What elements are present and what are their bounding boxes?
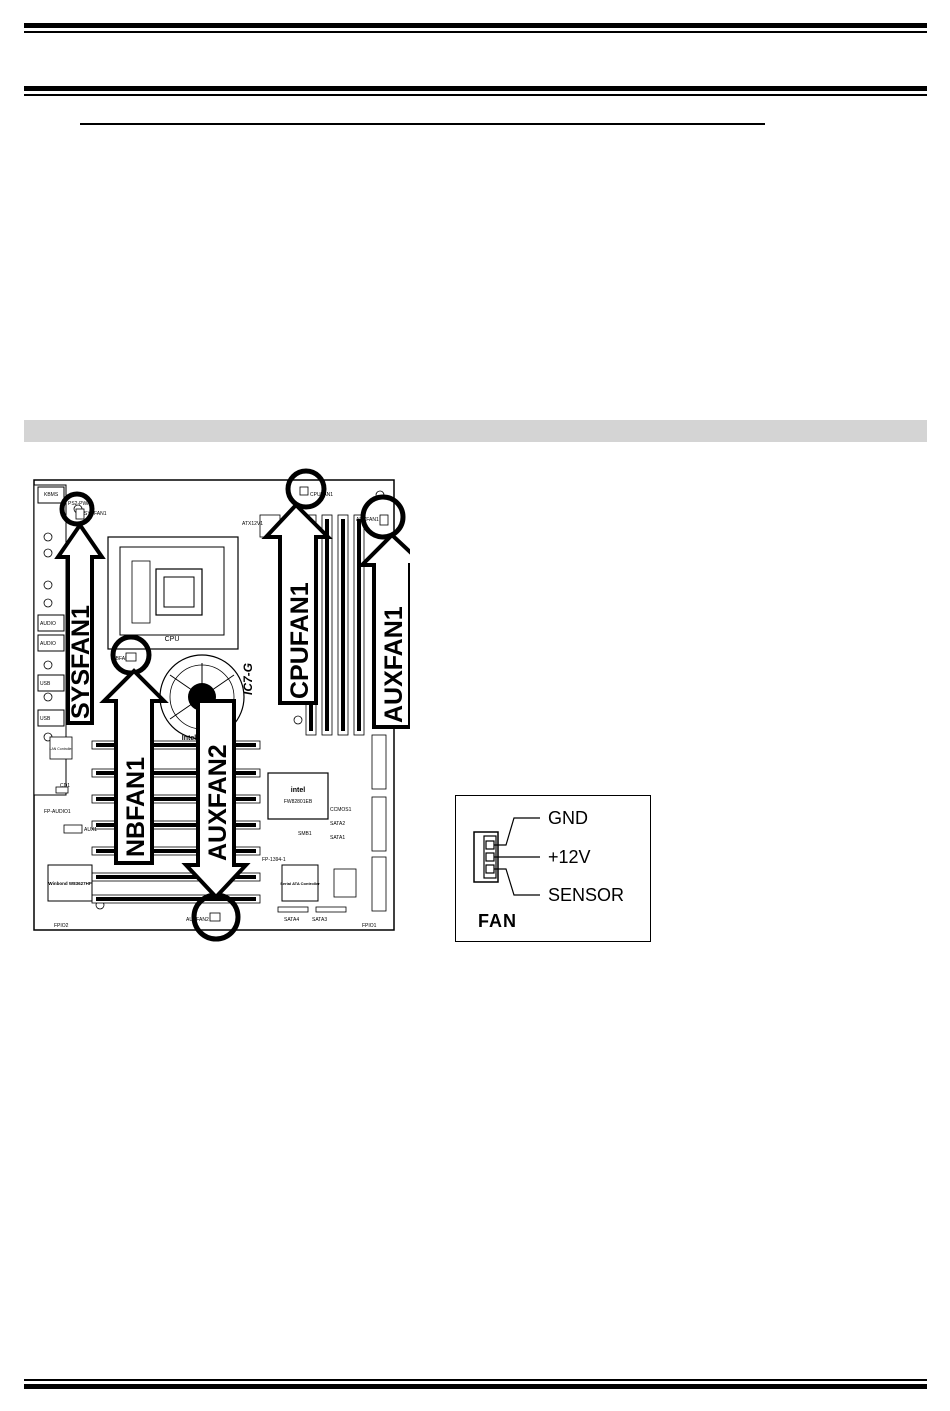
ps2pwr-label: PS2-PWR xyxy=(68,501,91,507)
audio2-label: AUDIO xyxy=(40,641,56,647)
ccmos-label: CCMOS1 xyxy=(330,807,352,813)
auxfan1-marker xyxy=(360,494,406,540)
top-rule-thick xyxy=(24,23,927,28)
pin-sensor-label: SENSOR xyxy=(548,885,625,905)
fan-connector-graphic xyxy=(473,817,540,896)
usb1-label: USB xyxy=(40,681,51,687)
cpufan1-arrow-label: CPUFAN1 xyxy=(286,582,314,699)
atx12v-label: ATX12V1 xyxy=(242,521,263,527)
lan-label: LAN Controller xyxy=(50,747,74,751)
cd1-label: CD1 xyxy=(60,783,70,789)
nbfan1-arrow-label: NBFAN1 xyxy=(122,757,150,857)
sysfan1-arrow: SYSFAN1 xyxy=(54,521,106,725)
nbfan1-arrow: NBFAN1 xyxy=(99,668,169,865)
sysfan-label: SYSFAN1 xyxy=(84,511,107,517)
southbridge-brand: intel xyxy=(291,787,305,794)
second-rule-thick xyxy=(24,86,927,91)
nbfan-label: NBFAN1 xyxy=(112,656,132,662)
section-bar xyxy=(24,420,927,442)
auxfan2-arrow-label: AUXFAN2 xyxy=(204,744,232,861)
auxfan1-arrow-label: AUXFAN1 xyxy=(380,606,408,723)
auxfan2-label: AUXFAN2 xyxy=(186,917,209,923)
pin-gnd-label: GND xyxy=(548,808,588,828)
second-rule-thin xyxy=(24,94,927,96)
fp1394-label: FP-1394-1 xyxy=(262,857,286,863)
aux1-label: AUX1 xyxy=(84,827,97,833)
bottom-rule-thin xyxy=(24,1379,927,1381)
cpufan1-marker xyxy=(285,468,327,510)
winbond-chip xyxy=(47,864,93,902)
fpaudio-label: FP-AUDIO1 xyxy=(44,809,71,815)
smb1-label: SMB1 xyxy=(298,831,312,837)
sata-controller-label: Serial ATA Controller xyxy=(280,881,320,886)
auxfan1-arrow: AUXFAN1 xyxy=(357,532,410,729)
motherboard-diagram: CPU Intel 82875P ATX12V1 IC7-G xyxy=(33,468,410,942)
sysfan1-marker xyxy=(59,491,95,527)
usb2-label: USB xyxy=(40,716,51,722)
winbond-label: Winbond W83627HF xyxy=(48,881,91,886)
kbms-label: KBMS xyxy=(44,492,59,498)
model-label: IC7-G xyxy=(241,663,255,695)
fan-connector-box: GND +12V SENSOR FAN xyxy=(455,795,651,942)
fan-connector-title: FAN xyxy=(478,911,517,931)
sata3-label: SATA3 xyxy=(312,917,327,923)
southbridge-chip xyxy=(267,772,329,820)
sata4-label: SATA4 xyxy=(284,917,299,923)
sata-controller xyxy=(281,864,319,902)
southbridge-model: FW82801EB xyxy=(284,799,313,805)
bottom-rule-thick xyxy=(24,1384,927,1389)
fpio2-label: FPIO2 xyxy=(54,923,69,929)
sata2-label: SATA2 xyxy=(330,821,345,827)
cpufan1-arrow: CPUFAN1 xyxy=(261,502,333,705)
pin-12v-label: +12V xyxy=(548,847,591,867)
auxfan2-arrow: AUXFAN2 xyxy=(181,699,251,900)
auxfan1-label: AUXFAN1 xyxy=(356,517,379,523)
title-underline xyxy=(80,123,765,125)
audio1-label: AUDIO xyxy=(40,621,56,627)
sysfan1-arrow-label: SYSFAN1 xyxy=(67,605,95,719)
top-rule-thin xyxy=(24,31,927,33)
sata1-label: SATA1 xyxy=(330,835,345,841)
fpio1-label: FPIO1 xyxy=(362,923,377,929)
cpu-label: CPU xyxy=(165,636,180,643)
